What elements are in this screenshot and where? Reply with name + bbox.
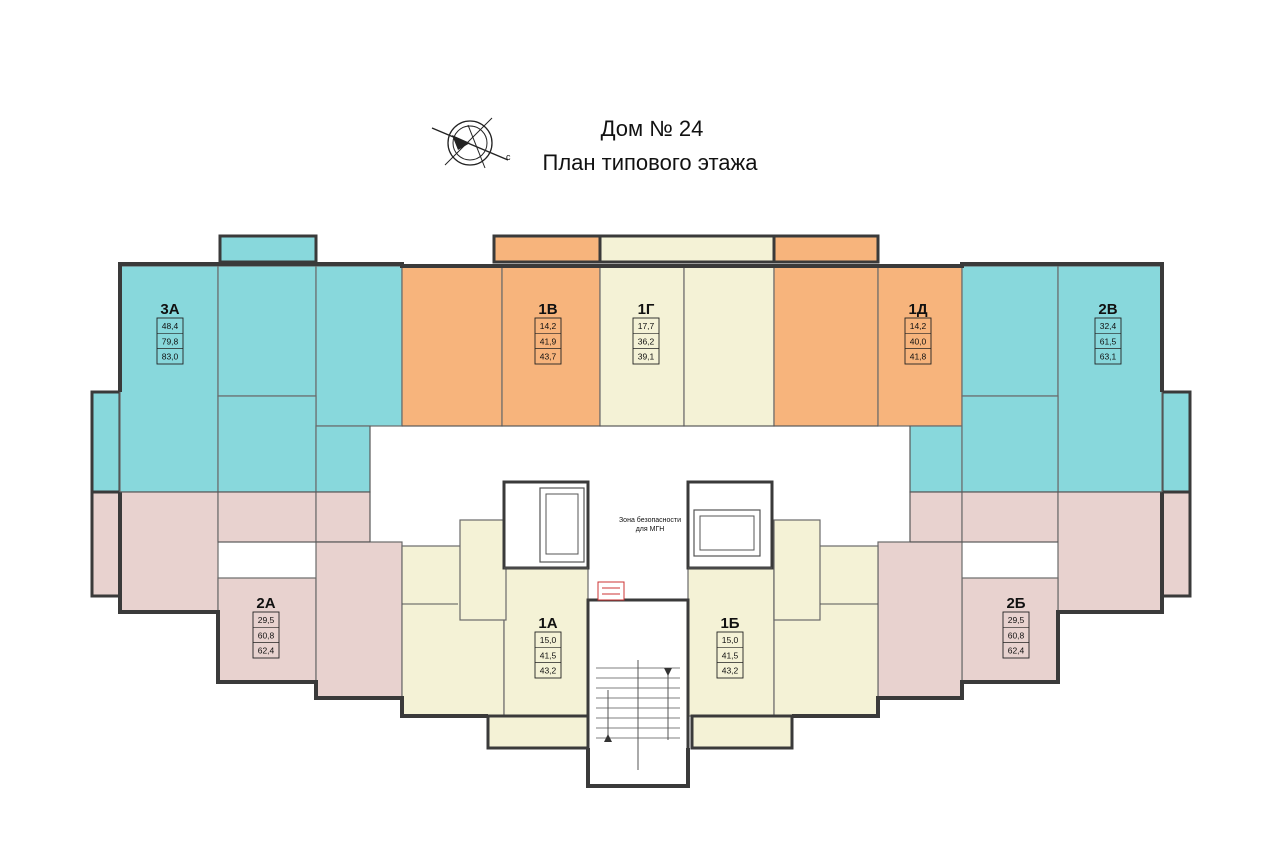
apartment-1v-area-2: 41,9	[540, 336, 557, 346]
apartment-2a-name: 2А	[256, 595, 275, 612]
apartment-1b-area	[687, 519, 879, 717]
apartment-2b-area	[877, 491, 1163, 699]
safety-zone-label-line1: Зона безопасности	[619, 516, 681, 524]
apartment-1b-area-3: 43,2	[722, 666, 739, 676]
apartment-1d-name: 1Д	[908, 301, 927, 318]
apartment-2b-area-3: 62,4	[1008, 646, 1025, 656]
apartment-3a-area-3: 83,0	[162, 352, 179, 362]
apartment-2b-area-1: 29,5	[1008, 615, 1025, 625]
apartment-2b-label: 2Б 29,5 60,8 62,4	[1002, 595, 1030, 659]
apartment-1g-box	[632, 317, 660, 365]
apartment-1a-label: 1А 15,0 41,5 43,2	[534, 615, 562, 679]
balconies-bottom	[486, 714, 794, 750]
stair-core	[502, 480, 774, 788]
apartment-1b-box	[716, 631, 744, 679]
apartment-1d-area-2: 40,0	[910, 336, 927, 346]
apartment-1b-label: 1Б 15,0 41,5 43,2	[716, 615, 744, 679]
apartment-labels: 3А 48,4 79,8 83,0 1В 14,2 41,9 43,7 1Г 17,7 36,2 39…	[156, 301, 1122, 679]
apartment-3a-area	[119, 265, 403, 493]
apartment-1v-area-3: 43,7	[540, 352, 557, 362]
apartment-3a-area-1: 48,4	[162, 321, 179, 331]
apartment-2b-area-2: 60,8	[1008, 630, 1025, 640]
apartment-1v-box	[534, 317, 562, 365]
apartment-1v-label: 1В 14,2 41,9 43,7	[534, 301, 562, 365]
apartment-3a-label: 3А 48,4 79,8 83,0	[156, 301, 184, 365]
apartment-2a-area	[119, 491, 403, 699]
apartment-2v-area-3: 63,1	[1100, 352, 1117, 362]
apartment-1g-area	[599, 265, 775, 427]
apartment-1d-label: 1Д 14,2 40,0 41,8	[904, 301, 932, 365]
compass-north-label: с	[506, 152, 511, 162]
apartment-1d-area-3: 41,8	[910, 352, 927, 362]
apartment-2a-area-2: 60,8	[258, 630, 275, 640]
apartment-1d-area-1: 14,2	[910, 321, 927, 331]
outer-walls	[118, 262, 1164, 788]
apartment-2v-name: 2В	[1098, 301, 1117, 318]
apartment-2a-area-1: 29,5	[258, 615, 275, 625]
apartment-1a-box	[534, 631, 562, 679]
apartment-2a-box	[252, 611, 280, 659]
apartment-3a-box	[156, 317, 184, 365]
apartment-1a-area-2: 41,5	[540, 650, 557, 660]
compass-icon	[431, 117, 509, 169]
side-wings	[90, 390, 1192, 598]
apartment-1b-area-2: 41,5	[722, 650, 739, 660]
apartment-1a-area-1: 15,0	[540, 635, 557, 645]
apartment-1g-label: 1Г 17,7 36,2 39,1	[632, 301, 660, 365]
apartment-2v-label: 2В 32,4 61,5 63,1	[1094, 301, 1122, 365]
apartment-1a-area-3: 43,2	[540, 666, 557, 676]
apartment-1d-area	[773, 265, 963, 427]
apartment-1a-name: 1А	[538, 615, 557, 632]
safety-zone-label-line2: для МГН	[636, 526, 665, 533]
apartment-1d-box	[904, 317, 932, 365]
apartment-2v-box	[1094, 317, 1122, 365]
apartment-2a-area-3: 62,4	[258, 646, 275, 656]
apartment-1g-area-3: 39,1	[638, 352, 655, 362]
balconies-top	[218, 234, 880, 264]
apartment-1v-area-1: 14,2	[540, 321, 557, 331]
apartment-1v-area	[401, 265, 601, 427]
apartment-2v-area-2: 61,5	[1100, 336, 1117, 346]
apartment-1g-name: 1Г	[638, 301, 655, 318]
apartment-2a-label: 2А 29,5 60,8 62,4	[252, 595, 280, 659]
apartment-1b-area-1: 15,0	[722, 635, 739, 645]
plan-title-floor: План типового этажа	[543, 150, 759, 175]
interior-partitions	[120, 425, 1162, 605]
apartment-3a-name: 3А	[160, 301, 179, 318]
apartment-1a-area	[401, 519, 589, 717]
apartment-2b-box	[1002, 611, 1030, 659]
apartment-2v-area-1: 32,4	[1100, 321, 1117, 331]
apartment-1g-area-2: 36,2	[638, 336, 655, 346]
apartment-3a-area-2: 79,8	[162, 336, 179, 346]
apartment-1v-name: 1В	[538, 301, 557, 318]
apartment-1b-name: 1Б	[720, 615, 739, 632]
plan-title-house: Дом № 24	[601, 116, 704, 141]
apartment-1g-area-1: 17,7	[638, 321, 655, 331]
apartment-2b-name: 2Б	[1006, 595, 1025, 612]
